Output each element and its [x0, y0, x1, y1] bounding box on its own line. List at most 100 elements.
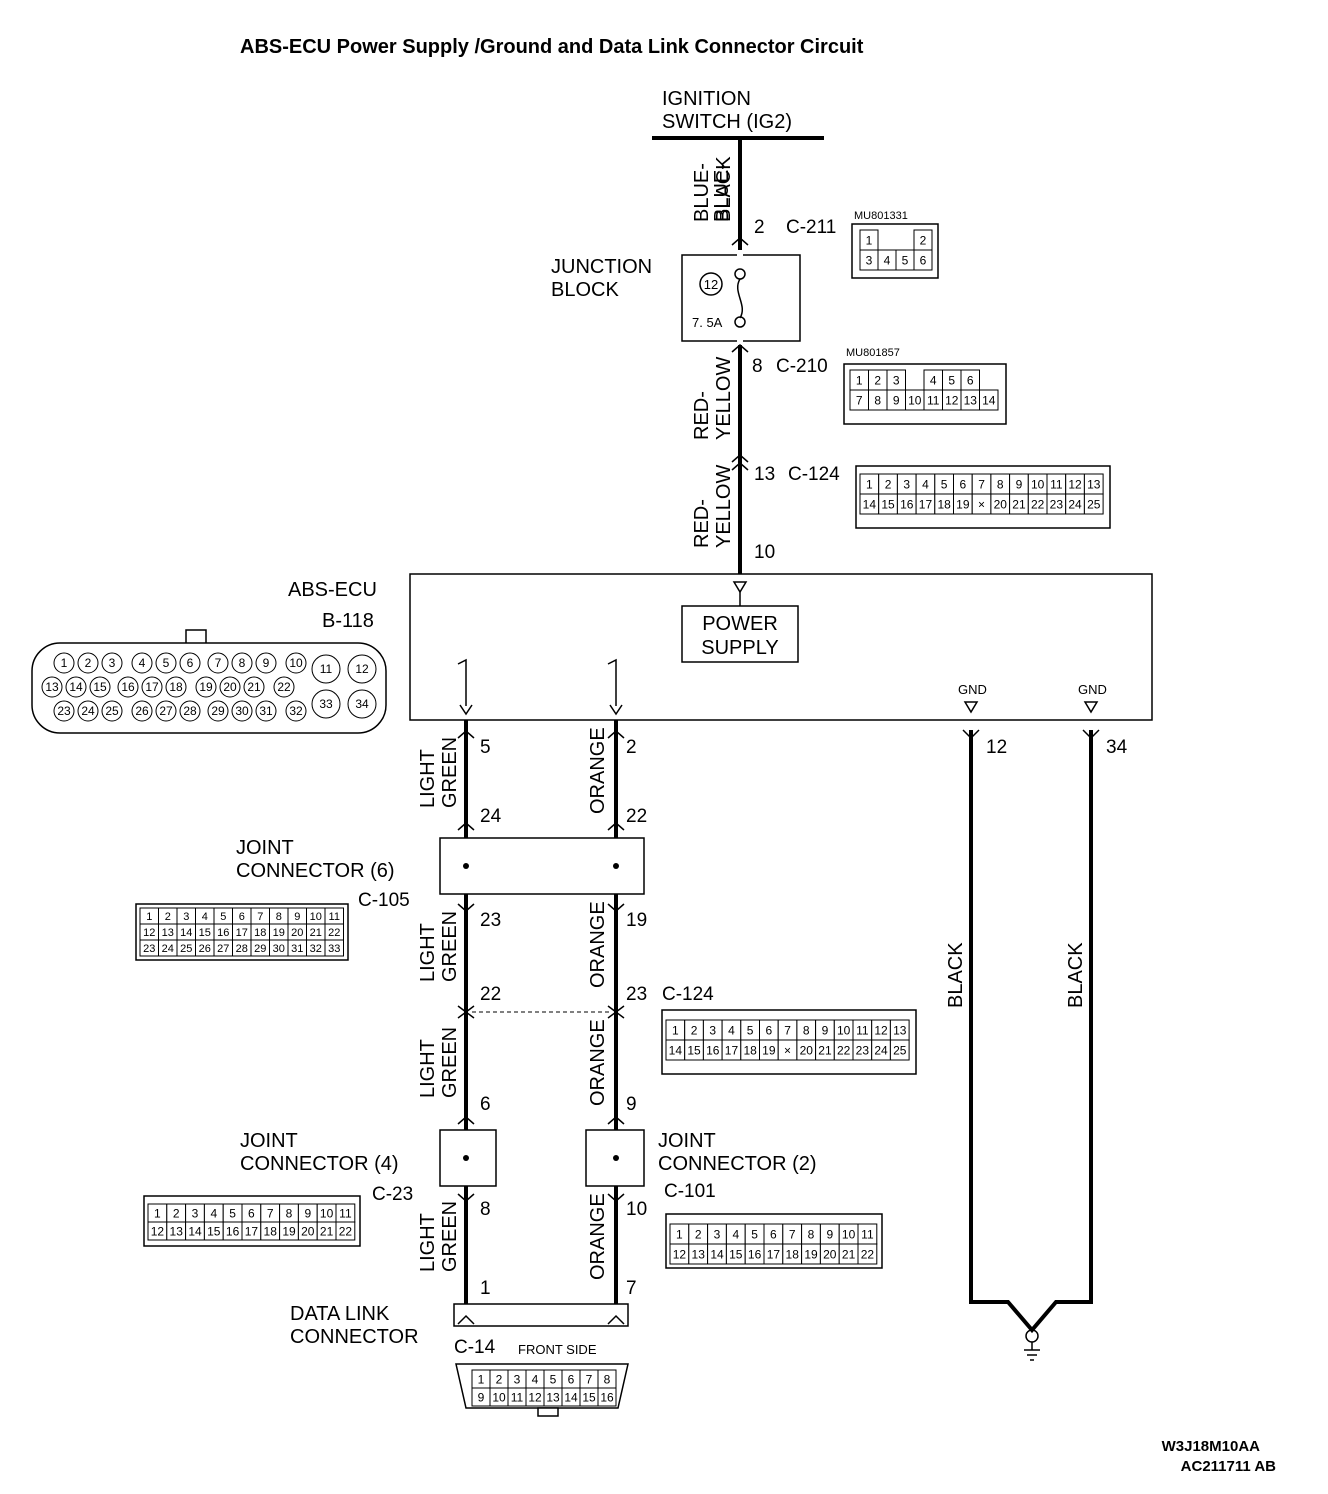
ignition-switch-label-2: SWITCH (IG2): [662, 111, 792, 133]
pin-number: 9: [478, 1390, 485, 1404]
pin-number: 21: [818, 1043, 832, 1057]
pin-number: 6: [766, 1023, 773, 1037]
pin-number: 4: [532, 1372, 539, 1386]
pin-number: 1: [856, 373, 863, 387]
connector-chevron: [1082, 729, 1100, 740]
pin-number: 8: [276, 911, 282, 923]
pin-number: 22: [328, 927, 340, 939]
arrow: [459, 704, 473, 716]
fuse-rating: 7. 5A: [692, 315, 723, 330]
connector-chevron: [457, 822, 475, 831]
pin-lg-ecu: 5: [480, 737, 491, 758]
pin-or-jc6-out: 19: [626, 910, 647, 931]
pin-number: 13: [692, 1247, 706, 1261]
pin-cell: [219, 676, 241, 698]
pin-number: 21: [842, 1247, 856, 1261]
pin-gnd-2: 34: [1106, 737, 1128, 758]
fuse-icon: [737, 278, 743, 319]
pin-cell: [141, 676, 163, 698]
wire-color-blue-black-a: BLUE-: [691, 163, 713, 222]
pin-cell: [207, 700, 229, 722]
internal-line-lg: [457, 658, 467, 706]
pin-number: 33: [319, 697, 333, 711]
connector-chevron: [457, 903, 475, 912]
pin-number: 19: [273, 927, 285, 939]
pin-cell: [101, 700, 123, 722]
pin-number: 4: [210, 1206, 217, 1220]
pin-cell: [311, 654, 341, 684]
joint-connector-6-box: [439, 837, 645, 895]
jc6-label-2: CONNECTOR (6): [236, 860, 395, 882]
junction-dot: [613, 863, 619, 869]
junction-block-label-2: BLOCK: [551, 279, 619, 301]
jc4-label-2: CONNECTOR (4): [240, 1153, 399, 1175]
pin-cell: [155, 652, 177, 674]
lg-label-1a: LIGHT: [417, 749, 439, 808]
pin-number: 8: [874, 393, 881, 407]
pin-number: 12: [143, 927, 155, 939]
pin-number: 1: [866, 233, 873, 247]
connector-chevron: [607, 1116, 625, 1125]
pin-number: 6: [770, 1227, 777, 1241]
pin-number: 5: [902, 253, 909, 267]
pin-number: 19: [956, 497, 970, 511]
pin-number: 17: [236, 927, 248, 939]
front-side-label: FRONT SIDE: [518, 1342, 597, 1357]
pin-number: 13: [546, 1390, 560, 1404]
pin-number: 9: [1016, 477, 1023, 491]
pin-number: 24: [874, 1043, 888, 1057]
pin-cell: [131, 700, 153, 722]
pin-number: 18: [254, 927, 266, 939]
pin-number: 4: [884, 253, 891, 267]
pin-cell: [913, 249, 933, 271]
pin-number: 28: [183, 704, 197, 718]
pin-number: 31: [259, 704, 273, 718]
pin-number: 7: [978, 477, 985, 491]
pin-cell: [179, 700, 201, 722]
pin-number: 15: [93, 680, 107, 694]
or-label-2: ORANGE: [587, 901, 609, 988]
pin-cell: [131, 652, 153, 674]
pin-number: 1: [478, 1372, 485, 1386]
pin-number: 11: [329, 911, 340, 923]
pin-number: 4: [922, 477, 929, 491]
diagram-title: ABS-ECU Power Supply /Ground and Data Li…: [240, 36, 864, 58]
pin-number: 16: [121, 680, 135, 694]
connector-chevron: [457, 1005, 475, 1019]
pin-number: 22: [837, 1043, 851, 1057]
pin-number: 21: [320, 1224, 334, 1238]
pin-number: 12: [528, 1390, 542, 1404]
pin-or-dlc: 7: [626, 1278, 637, 1299]
pin-number: 5: [220, 911, 226, 923]
pin-number: 10: [310, 911, 322, 923]
pin-number: 28: [236, 943, 248, 955]
pin-number: 11: [861, 1227, 874, 1241]
black-label-1: BLACK: [945, 942, 967, 1008]
connector-chevron: [731, 344, 749, 353]
pin-number: 5: [948, 373, 955, 387]
pin-number: 7: [784, 1023, 791, 1037]
pin-cell: [231, 652, 253, 674]
pin-number: 22: [339, 1224, 353, 1238]
pin-number: 10: [289, 656, 303, 670]
pin-number: 2: [885, 477, 892, 491]
pin-number: 32: [310, 943, 322, 955]
lg-label-3b: GREEN: [439, 1027, 461, 1098]
pin-cell: [89, 676, 111, 698]
c211-label: C-211: [786, 217, 836, 238]
pin-number: 8: [286, 1206, 293, 1220]
c124-top-label: C-124: [788, 464, 840, 485]
pin-number: 3: [714, 1227, 721, 1241]
fuse-terminal-bottom: [734, 316, 746, 328]
pin-number: 10: [908, 393, 922, 407]
or-label-1: ORANGE: [587, 727, 609, 814]
connector-chevron: [731, 454, 749, 471]
pin-number: 13: [45, 680, 59, 694]
pin-number: 6: [187, 656, 194, 670]
pin-number: 12: [151, 1224, 165, 1238]
c211-part: MU801331: [854, 210, 908, 222]
pin-number: 14: [710, 1247, 724, 1261]
